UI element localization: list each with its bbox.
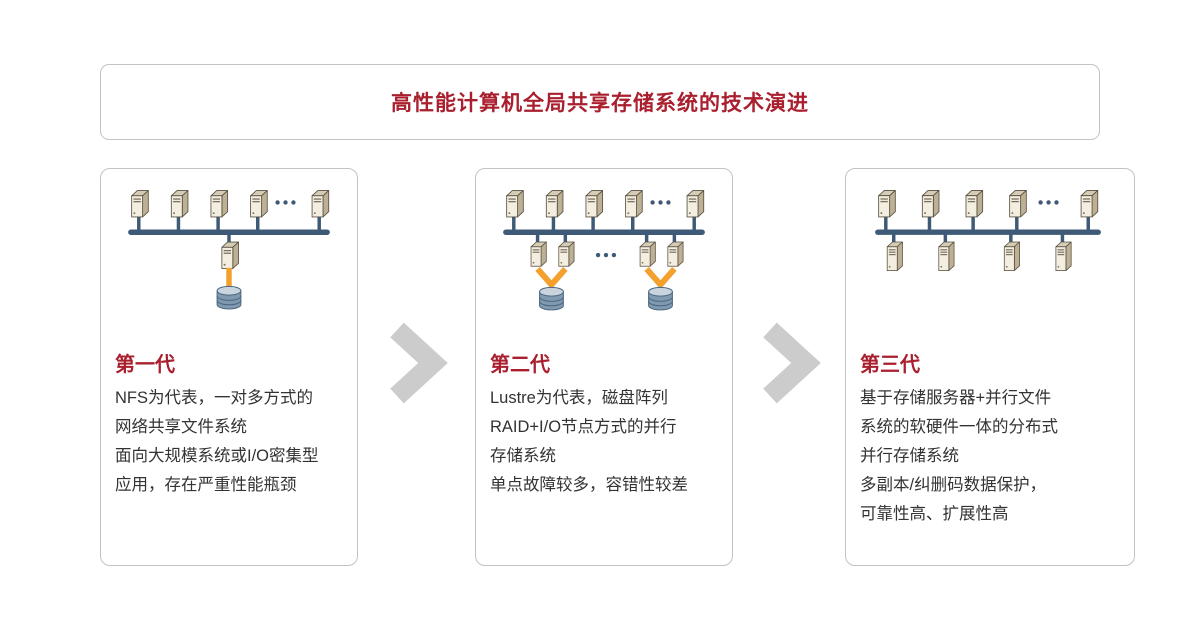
io-node-icon <box>558 241 575 267</box>
generation1-card: 第一代 NFS为代表，一对多方式的 网络共享文件系统 面向大规模系统或I/O密集… <box>100 168 358 566</box>
description-line: 应用，存在严重性能瓶颈 <box>115 476 297 494</box>
description-line: 可靠性高、扩展性高 <box>860 505 1009 523</box>
storage-server-icon <box>886 241 904 272</box>
description-line: 并行存储系统 <box>860 447 959 465</box>
generation1-topology-diagram <box>128 189 330 310</box>
generation-label: 第一代 <box>115 354 175 376</box>
raid-connector-v <box>535 266 568 290</box>
ellipsis-dots <box>1038 200 1059 205</box>
description-line: RAID+I/O节点方式的并行 <box>490 418 677 436</box>
computer-tower-icon <box>921 189 940 218</box>
description-line: NFS为代表，一对多方式的 <box>115 389 313 407</box>
computer-tower-icon <box>131 189 149 218</box>
description-line: 系统的软硬件一体的分布式 <box>860 418 1058 436</box>
storage-server-icon <box>1003 241 1021 272</box>
generation-label: 第二代 <box>490 354 550 376</box>
chevron-right-icon <box>763 322 821 404</box>
nfs-server-icon <box>221 241 240 270</box>
computer-tower-icon <box>585 189 604 218</box>
generation1-description: NFS为代表，一对多方式的 网络共享文件系统 面向大规模系统或I/O密集型 应用… <box>115 384 343 500</box>
storage-server-icon <box>1055 241 1072 272</box>
database-cylinder-icon <box>648 286 673 311</box>
compute-nodes-row <box>506 189 705 218</box>
ellipsis-dots <box>275 200 296 205</box>
description-line: 基于存储服务器+并行文件 <box>860 389 1052 407</box>
description-line: 存储系统 <box>490 447 556 465</box>
generation3-description: 基于存储服务器+并行文件 系统的软硬件一体的分布式 并行存储系统 多副本/纠删码… <box>860 384 1120 529</box>
io-node-group <box>639 241 684 311</box>
io-node-group <box>530 241 575 311</box>
computer-tower-icon <box>170 189 189 218</box>
generation2-card: 第二代 Lustre为代表，磁盘阵列 RAID+I/O节点方式的并行 存储系统 … <box>475 168 733 566</box>
bus-line <box>875 215 1101 244</box>
ellipsis-dots <box>595 252 617 258</box>
database-cylinder-icon <box>216 285 242 310</box>
io-node-icon <box>667 241 684 267</box>
generation3-topology-diagram <box>875 189 1101 272</box>
bus-line <box>503 215 705 244</box>
computer-tower-icon <box>545 189 564 218</box>
ellipsis-dots <box>650 200 671 205</box>
computer-tower-icon <box>250 189 268 218</box>
computer-tower-icon <box>1080 189 1099 218</box>
database-cylinder-icon <box>539 286 564 311</box>
bus-line <box>128 215 330 244</box>
io-node-icon <box>639 241 656 267</box>
compute-nodes-row <box>131 189 330 218</box>
description-line: 单点故障较多，容错性较差 <box>490 476 688 494</box>
chevron-right-icon <box>390 322 448 404</box>
description-line: 面向大规模系统或I/O密集型 <box>115 447 319 465</box>
raid-connector-v <box>644 266 677 290</box>
generation3-card: 第三代 基于存储服务器+并行文件 系统的软硬件一体的分布式 并行存储系统 多副本… <box>845 168 1135 566</box>
storage-server-icon <box>938 241 955 272</box>
storage-servers-row <box>886 241 1072 272</box>
computer-tower-icon <box>965 189 984 218</box>
computer-tower-icon <box>625 189 643 218</box>
title-banner: 高性能计算机全局共享存储系统的技术演进 <box>100 64 1100 140</box>
computer-tower-icon <box>506 189 524 218</box>
computer-tower-icon <box>210 189 229 218</box>
description-line: Lustre为代表，磁盘阵列 <box>490 389 668 407</box>
computer-tower-icon <box>878 189 896 218</box>
generation2-description: Lustre为代表，磁盘阵列 RAID+I/O节点方式的并行 存储系统 单点故障… <box>490 384 718 500</box>
generation2-topology-diagram <box>503 189 705 311</box>
computer-tower-icon <box>1009 189 1027 218</box>
description-line: 网络共享文件系统 <box>115 418 247 436</box>
description-line: 多副本/纠删码数据保护， <box>860 476 1047 494</box>
computer-tower-icon <box>686 189 705 218</box>
page-title: 高性能计算机全局共享存储系统的技术演进 <box>391 92 809 115</box>
computer-tower-icon <box>311 189 330 218</box>
io-node-icon <box>530 241 547 267</box>
generation-label: 第三代 <box>860 354 920 376</box>
compute-nodes-row <box>878 189 1099 218</box>
